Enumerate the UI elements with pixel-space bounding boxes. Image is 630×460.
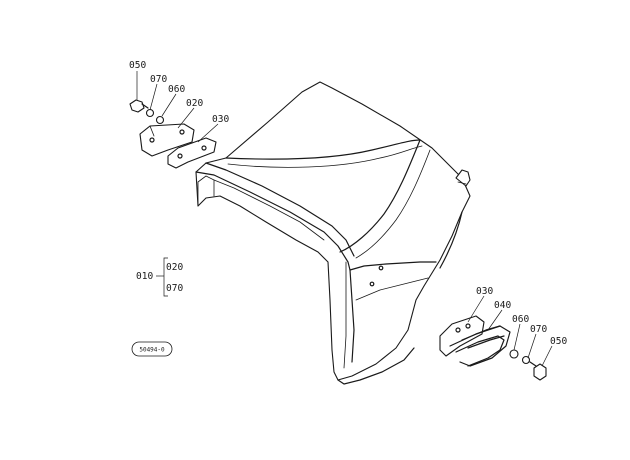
callout-050-right: 050 xyxy=(550,336,567,347)
callout-060-top: 060 xyxy=(168,84,185,95)
bolt-050-top xyxy=(129,99,149,113)
washer-070-top xyxy=(145,108,155,118)
callout-group-070: 070 xyxy=(166,283,183,294)
drawing-code-badge: 50494-0 xyxy=(131,341,173,357)
callout-group-010: 010 xyxy=(136,271,153,282)
callout-020-top: 020 xyxy=(186,98,203,109)
handle-040-right xyxy=(449,325,511,367)
washer-060-top xyxy=(155,115,165,125)
callout-060-right: 060 xyxy=(512,314,529,325)
bolt-050-right xyxy=(529,361,547,381)
top-left-bracket-assembly xyxy=(129,99,217,169)
plate-030-right xyxy=(439,315,485,357)
right-hinge-assembly xyxy=(439,315,547,381)
callout-030-right: 030 xyxy=(476,286,493,297)
callout-070-top: 070 xyxy=(150,74,167,85)
callout-030-top: 030 xyxy=(212,114,229,125)
callout-labels: 050 070 060 020 030 030 040 060 070 050 … xyxy=(129,60,567,347)
bracket-020-top xyxy=(139,123,195,157)
plate-030-top xyxy=(167,137,217,169)
callout-040-right: 040 xyxy=(494,300,511,311)
callout-050-top: 050 xyxy=(129,60,146,71)
callout-group-020: 020 xyxy=(166,262,183,273)
callout-070-right: 070 xyxy=(530,324,547,335)
drawing-code-text: 50494-0 xyxy=(139,347,165,354)
washer-060-right xyxy=(509,349,519,359)
leader-lines xyxy=(136,71,553,367)
fender-cover xyxy=(195,81,471,385)
washer-070-right xyxy=(521,355,531,365)
